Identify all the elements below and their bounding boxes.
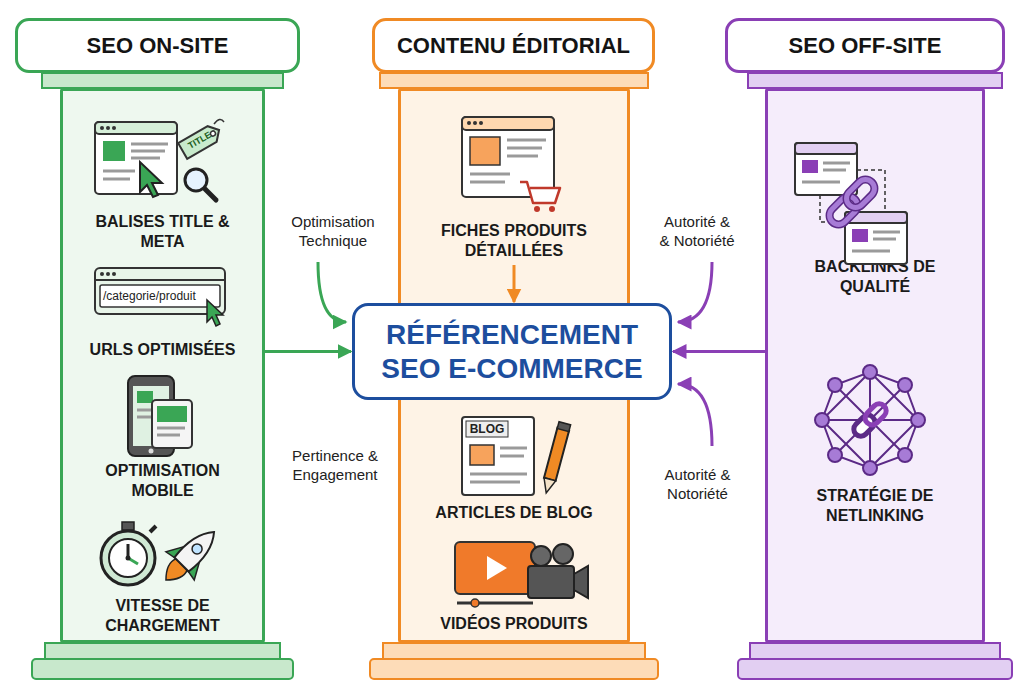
pillar-heading: CONTENU ÉDITORIAL (372, 18, 655, 73)
pillar-capital (748, 73, 1002, 88)
pillar-base (383, 643, 645, 659)
item-label: VITESSE DE CHARGEMENT (88, 596, 238, 636)
url-text: /categorie/produit (103, 289, 219, 304)
item-label: URLS OPTIMISÉES (63, 340, 263, 360)
pillar-item: ARTICLES DE BLOG (404, 503, 624, 523)
item-label: OPTIMISATION MOBILE (80, 461, 245, 501)
item-label: ARTICLES DE BLOG (404, 503, 624, 523)
connector-arrow (673, 350, 765, 353)
side-note: Optimisation Technique (278, 213, 388, 251)
pillar-heading: SEO OFF-SITE (725, 18, 1005, 73)
pillar-base (370, 659, 658, 679)
pillar-base (32, 643, 1012, 679)
pillar-item: OPTIMISATION MOBILE (80, 461, 245, 501)
connector-arrow (513, 265, 516, 302)
pillar-capital (42, 73, 1002, 88)
item-label: FICHES PRODUITS DÉTAILLÉES (419, 221, 609, 261)
item-label: BACKLINKS DE QUALITÉ (810, 257, 940, 297)
pillar-capital (380, 73, 648, 88)
pillar-item: STRATÉGIE DE NETLINKING (793, 486, 958, 526)
pillar-column: SEO ON-SITEBALISES TITLE & METAURLS OPTI… (60, 88, 265, 643)
side-note: Pertinence & Engagement (280, 447, 390, 485)
side-note: Autorité & & Notoriété (658, 213, 736, 251)
icon-text: BLOG (467, 422, 507, 437)
item-label: BALISES TITLE & META (80, 212, 245, 252)
blog-icon (466, 421, 508, 437)
pillar-heading: SEO ON-SITE (15, 18, 300, 73)
item-label: STRATÉGIE DE NETLINKING (793, 486, 958, 526)
pillar-base (32, 659, 293, 679)
pillar-item: URLS OPTIMISÉES (63, 340, 263, 360)
pillar-item: BALISES TITLE & META (80, 212, 245, 252)
pillar-base (750, 643, 1000, 659)
pillar-capital (42, 73, 283, 88)
pillar-column: SEO OFF-SITEBACKLINKS DE QUALITÉSTRATÉGI… (765, 88, 985, 643)
item-label: VIDÉOS PRODUITS (404, 614, 624, 634)
side-note: Autorité & Notoriété (650, 466, 745, 504)
pillar-item: BACKLINKS DE QUALITÉ (810, 257, 940, 297)
central-title: RÉFÉRENCEMENT SEO E-COMMERCE (363, 318, 661, 385)
pillar-item: VIDÉOS PRODUITS (404, 614, 624, 634)
pillar-item: FICHES PRODUITS DÉTAILLÉES (419, 221, 609, 261)
leader-arrow (678, 384, 712, 446)
pillar-base (45, 643, 280, 659)
pillar-base (738, 659, 1012, 679)
pillar-item: VITESSE DE CHARGEMENT (88, 596, 238, 636)
central-box: RÉFÉRENCEMENT SEO E-COMMERCE (352, 303, 672, 400)
leader-arrow (318, 262, 346, 322)
leader-arrow (678, 262, 712, 322)
connector-arrow (265, 350, 351, 353)
